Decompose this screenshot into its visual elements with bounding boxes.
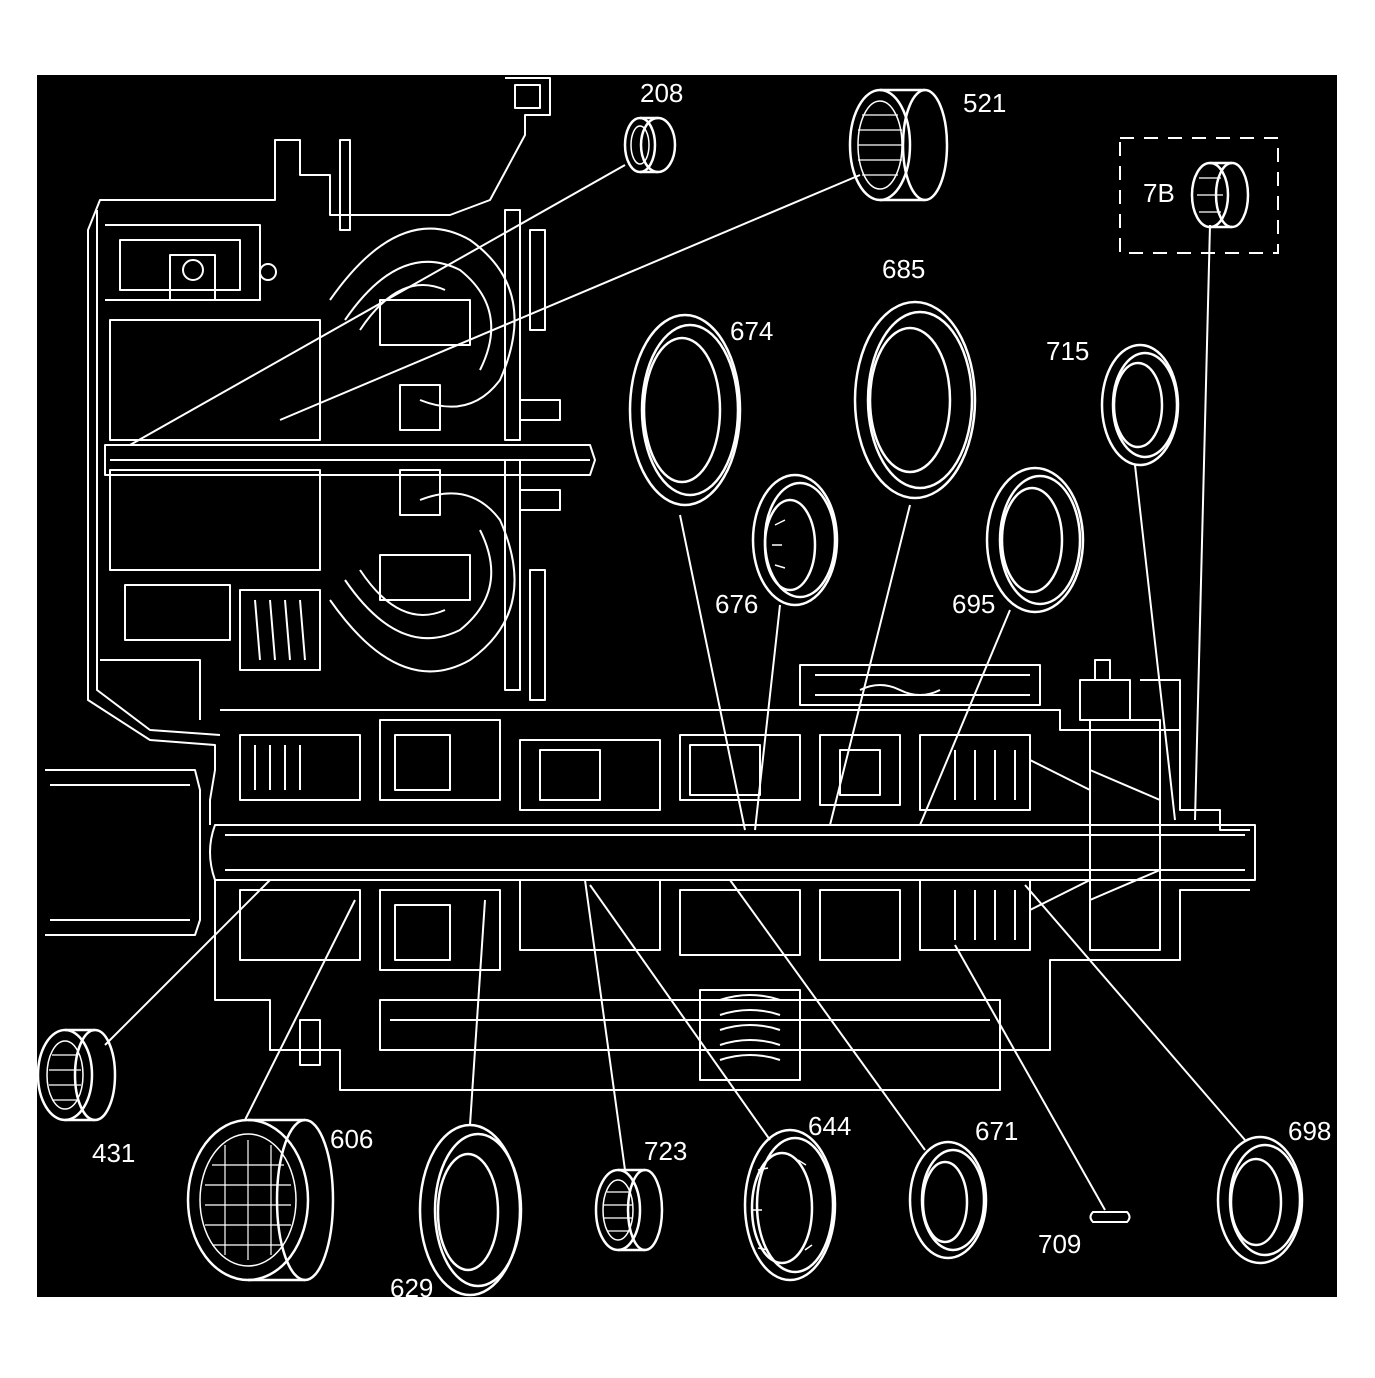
washer-695-icon xyxy=(985,466,1085,614)
washer-715-icon xyxy=(1100,343,1180,467)
callout-644: 644 xyxy=(808,1111,851,1141)
bearing-208-icon xyxy=(623,116,677,174)
callout-labels: 208 521 7B 685 674 715 676 695 431 606 6… xyxy=(92,78,1331,1303)
diagram-background xyxy=(37,75,1337,1297)
bearing-644-icon xyxy=(743,1128,837,1282)
bearing-7b-icon xyxy=(1119,137,1279,254)
callout-606: 606 xyxy=(330,1124,373,1154)
callout-709: 709 xyxy=(1038,1229,1081,1259)
callout-685: 685 xyxy=(882,254,925,284)
bearing-606-icon xyxy=(186,1118,335,1282)
washer-671-icon xyxy=(908,1140,988,1260)
callout-676: 676 xyxy=(715,589,758,619)
callout-698: 698 xyxy=(1288,1116,1331,1146)
callout-723: 723 xyxy=(644,1136,687,1166)
callout-695: 695 xyxy=(952,589,995,619)
callout-521: 521 xyxy=(963,88,1006,118)
callout-674: 674 xyxy=(730,316,773,346)
washer-698-icon xyxy=(1216,1135,1304,1265)
callout-7b: 7B xyxy=(1143,178,1175,208)
callout-208: 208 xyxy=(640,78,683,108)
transmission-cross-section xyxy=(45,77,1256,1091)
callout-715: 715 xyxy=(1046,336,1089,366)
washer-685-icon xyxy=(853,300,977,500)
bearing-629-icon xyxy=(418,1123,523,1297)
pin-709-icon xyxy=(1089,1211,1131,1223)
callout-629: 629 xyxy=(390,1273,433,1303)
bearing-676-icon xyxy=(751,473,839,607)
washer-674-icon xyxy=(628,313,742,507)
callout-671: 671 xyxy=(975,1116,1018,1146)
leader-lines xyxy=(104,164,1246,1211)
bearing-723-icon xyxy=(594,1168,664,1252)
callout-431: 431 xyxy=(92,1138,135,1168)
bearing-521-icon xyxy=(848,88,949,202)
bearing-431-icon xyxy=(36,1028,117,1122)
